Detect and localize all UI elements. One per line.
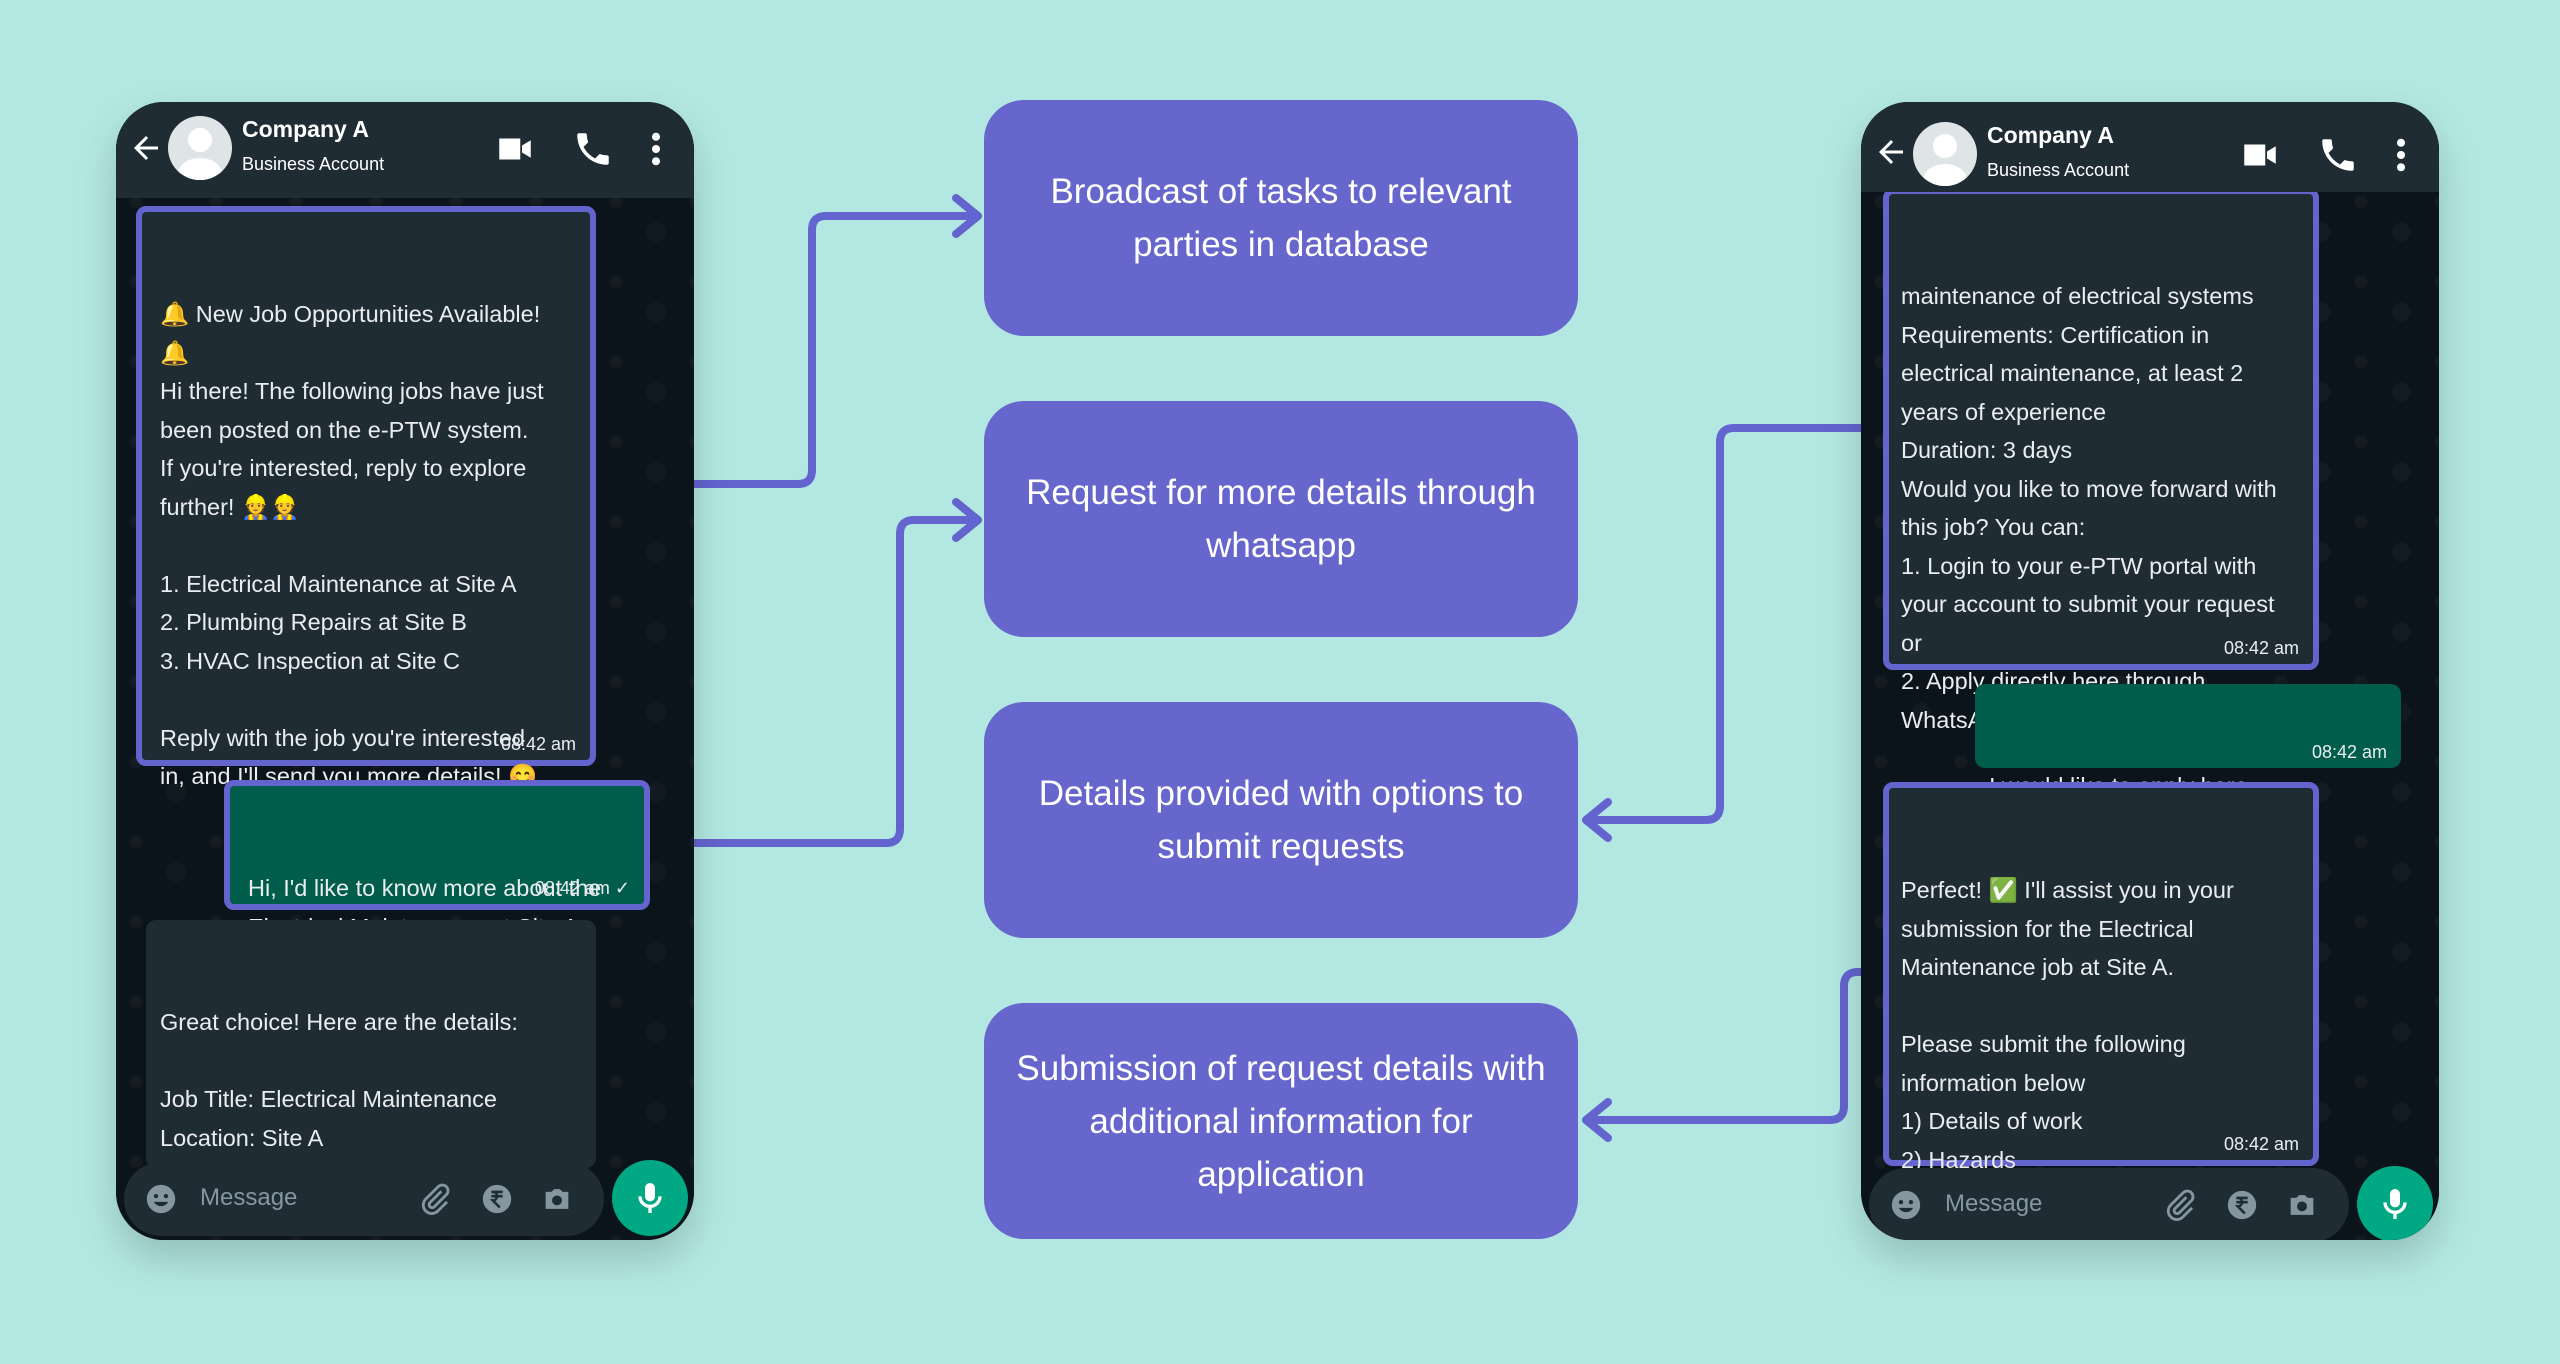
phone-left: Company A Business Account 🔔 New Job Opp… [116,102,694,1240]
message-time: 08:42 am [2223,1134,2299,1154]
attach-icon[interactable] [2163,1188,2197,1222]
phone-call-icon[interactable] [572,128,614,170]
camera-icon[interactable] [540,1182,574,1216]
message-input[interactable]: Message [200,1184,298,1211]
arrowhead-submission [1582,1098,1612,1142]
attach-icon[interactable] [418,1182,452,1216]
message-time: 08:42 am [2223,638,2299,658]
message-time: 08:42 am [2311,742,2387,762]
arrowhead-details [1582,798,1612,842]
message-apply-here[interactable]: I would like to apply here 08:42 am [1975,684,2401,799]
connector-submission [1582,968,1888,1124]
mic-button[interactable] [2357,1166,2433,1240]
avatar[interactable] [168,116,232,180]
message-job-details[interactable]: Great choice! Here are the details: Job … [146,920,596,1228]
message-input-bar[interactable]: Message [1869,1168,2349,1240]
video-call-icon[interactable] [494,128,536,170]
step-label: Submission of request details with addit… [1016,1048,1546,1194]
avatar[interactable] [1913,122,1977,186]
step-request-details: Request for more details through whatsap… [984,401,1578,637]
rupee-icon[interactable] [2225,1188,2259,1222]
rupee-icon[interactable] [480,1182,514,1216]
step-label: Details provided with options to submit … [1038,774,1524,866]
message-text: maintenance of electrical systems Requir… [1901,283,2277,733]
arrowhead-broadcast [952,194,982,238]
contact-name[interactable]: Company A [242,116,369,142]
mic-button[interactable] [612,1160,688,1236]
step-label: Request for more details through whatsap… [1026,473,1536,565]
phone-call-icon[interactable] [2317,134,2359,176]
connector-details [1582,424,1888,824]
step-label: Broadcast of tasks to relevant parties i… [1050,172,1512,264]
chat-header: Company A Business Account [116,102,694,198]
step-submission: Submission of request details with addit… [984,1003,1578,1239]
video-call-icon[interactable] [2239,134,2281,176]
message-job-options[interactable]: maintenance of electrical systems Requir… [1883,188,2319,733]
message-text: 🔔 New Job Opportunities Available! 🔔 Hi … [160,301,544,789]
message-request-details[interactable]: Hi, I'd like to know more about the Elec… [224,780,650,940]
phone-right: maintenance of electrical systems Requir… [1861,102,2439,1240]
contact-name[interactable]: Company A [1987,122,2114,148]
avatar-icon [1923,134,1967,186]
connector-request [646,516,982,847]
chat-header: Company A Business Account [1861,102,2439,192]
arrowhead-request [952,498,982,542]
avatar-icon [178,128,222,180]
message-text: Perfect! ✅ I'll assist you in your submi… [1901,877,2234,1211]
step-broadcast: Broadcast of tasks to relevant parties i… [984,100,1578,336]
mic-icon [638,1183,662,1213]
more-options-icon[interactable] [646,128,666,170]
contact-subtitle: Business Account [242,154,385,174]
camera-icon[interactable] [2285,1188,2319,1222]
emoji-icon[interactable] [144,1182,178,1216]
more-options-icon[interactable] [2391,134,2411,176]
message-time: 08:42 am ✓ [534,878,630,898]
back-arrow-icon[interactable] [1873,134,1909,170]
message-time: 08:42 am [500,734,576,754]
connector-broadcast [574,212,982,488]
step-details-provided: Details provided with options to submit … [984,702,1578,938]
mic-icon [2383,1189,2407,1219]
emoji-icon[interactable] [1889,1188,1923,1222]
message-input-bar[interactable]: Message [124,1162,604,1236]
message-input[interactable]: Message [1945,1190,2043,1217]
back-arrow-icon[interactable] [128,130,164,166]
contact-subtitle: Business Account [1987,160,2130,180]
message-submission-request[interactable]: Perfect! ✅ I'll assist you in your submi… [1883,782,2319,1211]
message-job-broadcast[interactable]: 🔔 New Job Opportunities Available! 🔔 Hi … [136,206,596,789]
